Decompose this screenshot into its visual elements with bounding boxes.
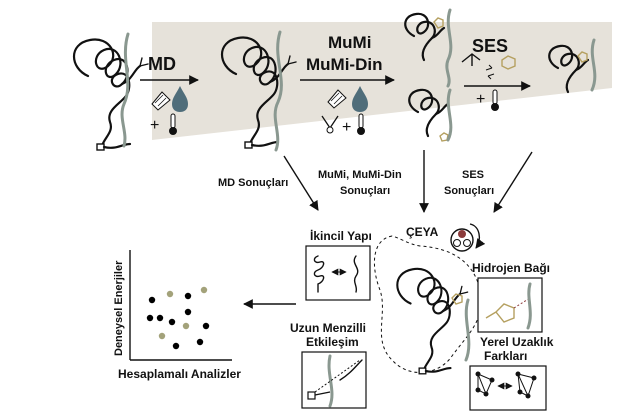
scatter-points — [146, 286, 210, 350]
scatter-point — [184, 292, 192, 300]
ceya-icon — [450, 223, 486, 252]
md-result-arrow — [283, 155, 319, 211]
analysis-region — [373, 235, 482, 373]
scatter-point — [172, 342, 180, 350]
thermometer-icon — [357, 113, 365, 135]
scatter-point — [200, 286, 208, 294]
thruster-icon — [327, 89, 347, 109]
scatter-point — [166, 290, 174, 298]
long-range-box — [301, 351, 367, 409]
scatter-point — [184, 308, 192, 316]
ses-result-arrow — [493, 151, 533, 213]
analysis-membrane — [464, 298, 471, 362]
long-range-illustration — [307, 354, 363, 408]
thermometer-icon — [491, 89, 499, 111]
ses-label: SES — [472, 36, 508, 56]
mumi-results-line1: MuMi, MuMi-Din — [318, 169, 402, 181]
tool-icon — [321, 115, 339, 134]
hydrogen-bond-box — [477, 277, 543, 333]
y-axis-label: Deneysel Enerjiler — [113, 260, 125, 356]
scatter-point — [168, 318, 176, 326]
scatter-point — [182, 322, 190, 330]
scatter-point — [202, 322, 210, 330]
ses-icons: + — [476, 89, 499, 111]
scatter-point — [156, 314, 164, 322]
thruster-icon — [151, 91, 171, 111]
hydrogen-bond-label: Hidrojen Bağı — [472, 261, 550, 275]
local-distance-label-1: Yerel Uzaklık — [480, 335, 554, 349]
thermometer-icon — [169, 113, 177, 135]
long-range-label-2: Etkileşim — [306, 335, 359, 349]
plus-icon: + — [150, 117, 159, 134]
long-range-label-1: Uzun Menzilli — [290, 321, 366, 335]
secondary-structure-illustration — [313, 255, 359, 293]
secondary-structure-box — [305, 245, 371, 301]
scatter-point — [146, 314, 154, 322]
local-distance-box — [469, 365, 547, 411]
ses-ligand-exchange — [461, 53, 516, 80]
mumi-icons: + — [321, 86, 368, 136]
md-results-label: MD Sonuçları — [218, 177, 288, 189]
mumi-din-label: MuMi-Din — [306, 55, 382, 74]
ses-protein — [548, 44, 590, 94]
drop-icon — [352, 86, 368, 112]
mumi-protein-top — [404, 12, 446, 62]
local-distance-label-2: Farkları — [484, 349, 527, 363]
scatter-point — [158, 332, 166, 340]
plus-icon: + — [476, 91, 485, 108]
membrane-3b — [446, 88, 453, 142]
mumi-label: MuMi — [328, 33, 371, 52]
local-distance-illustration — [475, 371, 537, 399]
md-label: MD — [148, 54, 176, 74]
mumi-results-line2: Sonuçları — [340, 185, 390, 197]
secondary-structure-label: İkincil Yapı — [310, 228, 372, 243]
scatter-plot: Deneysel Enerjiler Hesaplamalı Analizler — [113, 250, 241, 381]
md-icons: + — [150, 86, 188, 135]
ses-results-line2: Sonuçları — [444, 185, 494, 197]
initial-protein — [72, 38, 150, 152]
membrane-3a — [445, 8, 453, 88]
processing-beam — [152, 22, 612, 140]
membrane-4 — [590, 38, 597, 92]
membrane-1 — [120, 32, 130, 148]
ceya-label: ÇEYA — [406, 225, 439, 239]
analysis-protein — [396, 267, 469, 375]
plus-icon: + — [342, 119, 351, 136]
x-axis-label: Hesaplamalı Analizler — [118, 367, 241, 381]
membrane-2 — [273, 30, 283, 152]
ses-results-line1: SES — [462, 169, 484, 181]
hydrogen-bond-illustration — [485, 282, 532, 330]
scatter-point — [148, 296, 156, 304]
scatter-point — [196, 338, 204, 346]
drop-icon — [172, 86, 188, 112]
analysis-ligand — [451, 293, 463, 305]
